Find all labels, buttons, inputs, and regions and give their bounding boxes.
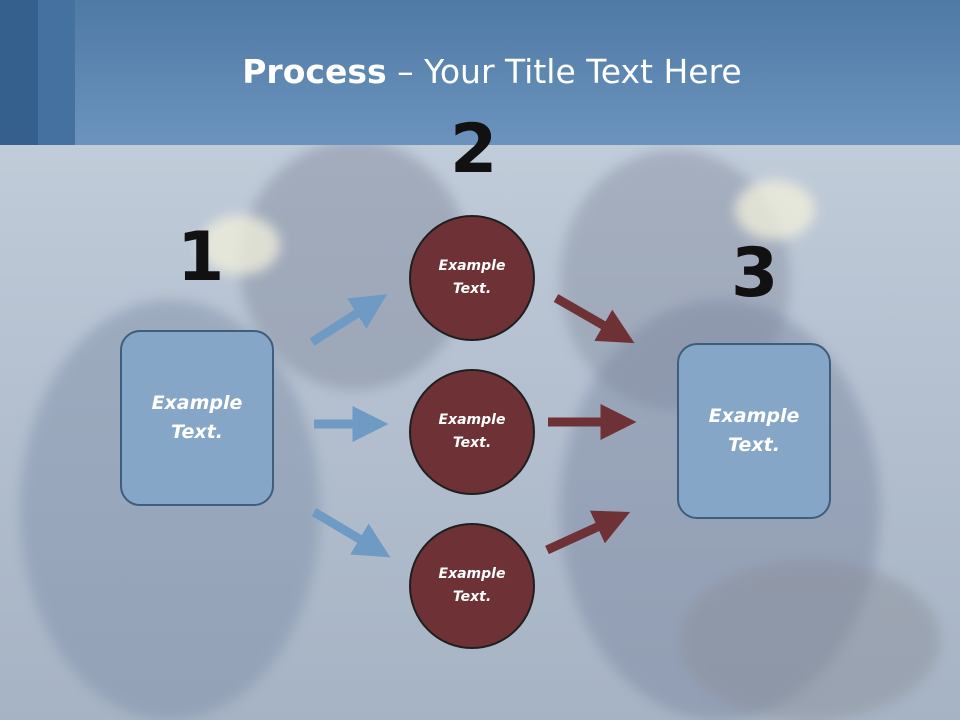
arrow-bottom-to-right (545, 510, 631, 555)
start-box: Example Text. (120, 330, 274, 506)
step-number-2: 2 (450, 110, 498, 189)
banner-accent-mid (38, 0, 75, 145)
process-circle-middle: Example Text. (409, 369, 535, 495)
process-circle-top: Example Text. (409, 215, 535, 341)
banner-accent-dark (0, 0, 38, 145)
arrow-left-to-bottom (311, 508, 391, 558)
arrow-left-to-top (309, 294, 388, 346)
arrow-top-to-right (553, 294, 635, 344)
title-rest: – Your Title Text Here (386, 52, 742, 91)
step-number-3: 3 (731, 234, 779, 313)
slide-title: Process – Your Title Text Here (0, 52, 960, 91)
title-banner: Process – Your Title Text Here (0, 0, 960, 145)
process-circle-bottom: Example Text. (409, 523, 535, 649)
end-box: Example Text. (677, 343, 831, 519)
title-bold: Process (242, 52, 387, 91)
step-number-1: 1 (177, 218, 225, 297)
